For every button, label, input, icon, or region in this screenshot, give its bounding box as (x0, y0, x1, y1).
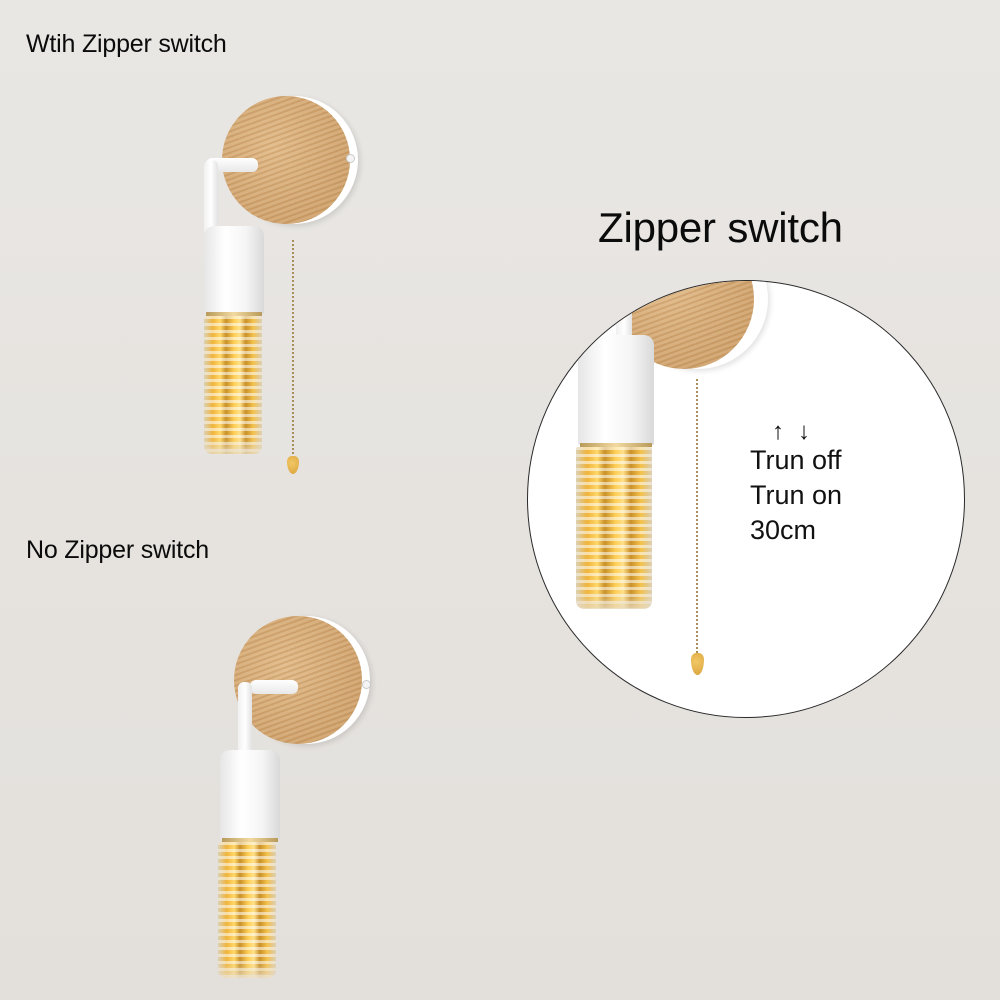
no-zipper-switch-label: No Zipper switch (26, 536, 209, 564)
pull-chain-knob (287, 456, 299, 474)
switch-instructions: Trun off Trun on 30cm (750, 443, 842, 548)
up-down-arrows: ↑↓ (772, 418, 824, 446)
lamp-arm-vertical (204, 160, 218, 232)
lamp-socket-holder (220, 750, 280, 840)
lamp-socket-holder (204, 226, 264, 314)
socket-ring (222, 838, 278, 842)
screw-icon (346, 154, 355, 163)
chain-length-text: 30cm (750, 515, 817, 545)
socket-ring (580, 443, 652, 447)
led-corn-bulb (218, 842, 276, 978)
pull-chain-knob (691, 653, 704, 675)
socket-ring (206, 312, 262, 316)
lamp-socket-holder (578, 335, 654, 445)
lamp-arm (250, 680, 298, 694)
screw-icon (362, 680, 371, 689)
lamp-arm-vertical (616, 301, 632, 341)
lamp-arm (206, 158, 258, 172)
pull-chain (292, 240, 294, 456)
zipper-switch-title: Zipper switch (598, 204, 843, 251)
arrow-up-icon: ↑ (772, 418, 798, 445)
pull-chain (696, 379, 698, 655)
led-corn-bulb (204, 316, 262, 454)
with-zipper-switch-label: Wtih Zipper switch (26, 30, 227, 58)
turn-off-text: Trun off (750, 445, 842, 475)
lamp-arm-vertical (238, 682, 252, 756)
turn-on-text: Trun on (750, 480, 843, 510)
led-corn-bulb (576, 447, 652, 609)
arrow-down-icon: ↓ (798, 418, 824, 445)
zipper-switch-detail-circle: ↑↓ Trun off Trun on 30cm (527, 280, 965, 718)
